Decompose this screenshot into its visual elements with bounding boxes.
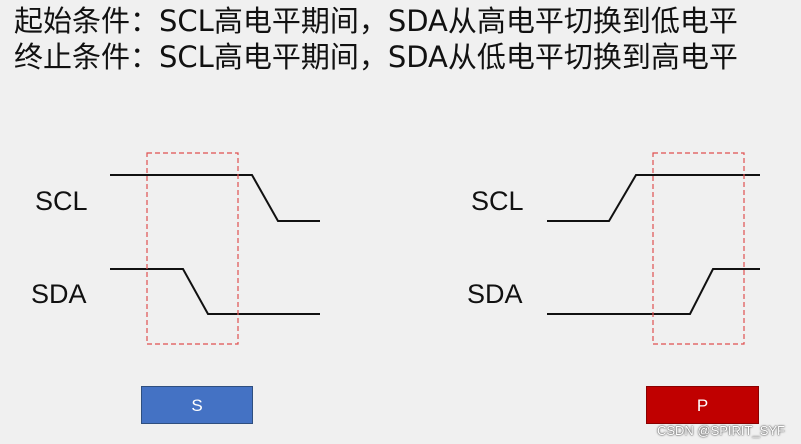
right-sda-label: SDA: [467, 279, 523, 309]
left-scl-label: SCL: [35, 186, 88, 216]
left-highlight-box: [146, 152, 239, 345]
start-badge: S: [141, 386, 253, 424]
left-sda-waveform: [110, 268, 320, 315]
right-highlight-box: [652, 152, 745, 345]
start-condition-heading: 起始条件：SCL高电平期间，SDA从高电平切换到低电平: [14, 4, 738, 38]
watermark: CSDN @SPIRIT_SYF: [656, 423, 785, 438]
left-sda-label: SDA: [31, 279, 87, 309]
right-sda-waveform: [547, 268, 760, 315]
right-scl-waveform: [547, 174, 760, 222]
stop-condition-heading: 终止条件：SCL高电平期间，SDA从低电平切换到高电平: [14, 40, 738, 74]
left-scl-waveform: [110, 174, 320, 222]
right-scl-label: SCL: [471, 186, 524, 216]
stop-badge: P: [646, 386, 759, 424]
